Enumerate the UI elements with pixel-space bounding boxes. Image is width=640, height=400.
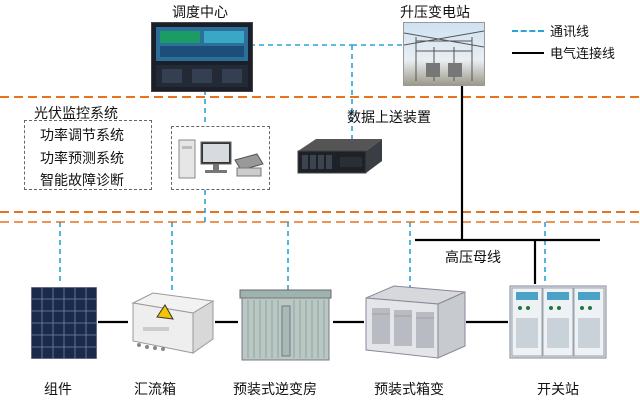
box-transformer-image: [364, 284, 467, 360]
pv-system-item-2: 功率预测系统: [40, 151, 124, 167]
legend-comm-label: 通讯线: [550, 25, 590, 40]
data-uplink-device-image: [296, 137, 384, 175]
combiner-box-image: [129, 291, 215, 357]
legend-elec-label: 电气连接线: [550, 47, 616, 62]
pv-system-item-3: 智能故障诊断: [40, 173, 124, 189]
inverter-room-image: [238, 288, 333, 362]
legend-elec: 电气连接线: [512, 43, 615, 62]
pv-system-item-1: 功率调节系统: [40, 128, 124, 144]
legend-comm: 通讯线: [512, 21, 589, 40]
legend-comm-swatch: [512, 29, 544, 32]
pv-system-list-box: [24, 120, 152, 190]
comm-lines: [59, 44, 546, 290]
dispatch-center-screen-image: [151, 22, 253, 92]
data-uplink-label: 数据上送装置: [347, 110, 431, 126]
switch-station-image: [508, 284, 608, 360]
substation-image: [403, 22, 485, 86]
inverter-room-label: 预装式逆变房: [233, 382, 317, 398]
legend-elec-swatch: [512, 51, 544, 54]
combiner-box-label: 汇流箱: [134, 382, 176, 398]
module-label: 组件: [44, 382, 72, 398]
substation-label: 升压变电站: [400, 5, 470, 21]
workstation-image: [175, 134, 265, 184]
elec-lines: [98, 85, 600, 324]
switch-station-label: 开关站: [537, 382, 579, 398]
pv-system-item-0: 光伏监控系统: [34, 106, 118, 122]
box-transformer-label: 预装式箱变: [374, 382, 444, 398]
hv-bus-label: 高压母线: [445, 250, 501, 266]
solar-module-image: [30, 286, 98, 360]
dispatch-center-label: 调度中心: [172, 5, 228, 21]
